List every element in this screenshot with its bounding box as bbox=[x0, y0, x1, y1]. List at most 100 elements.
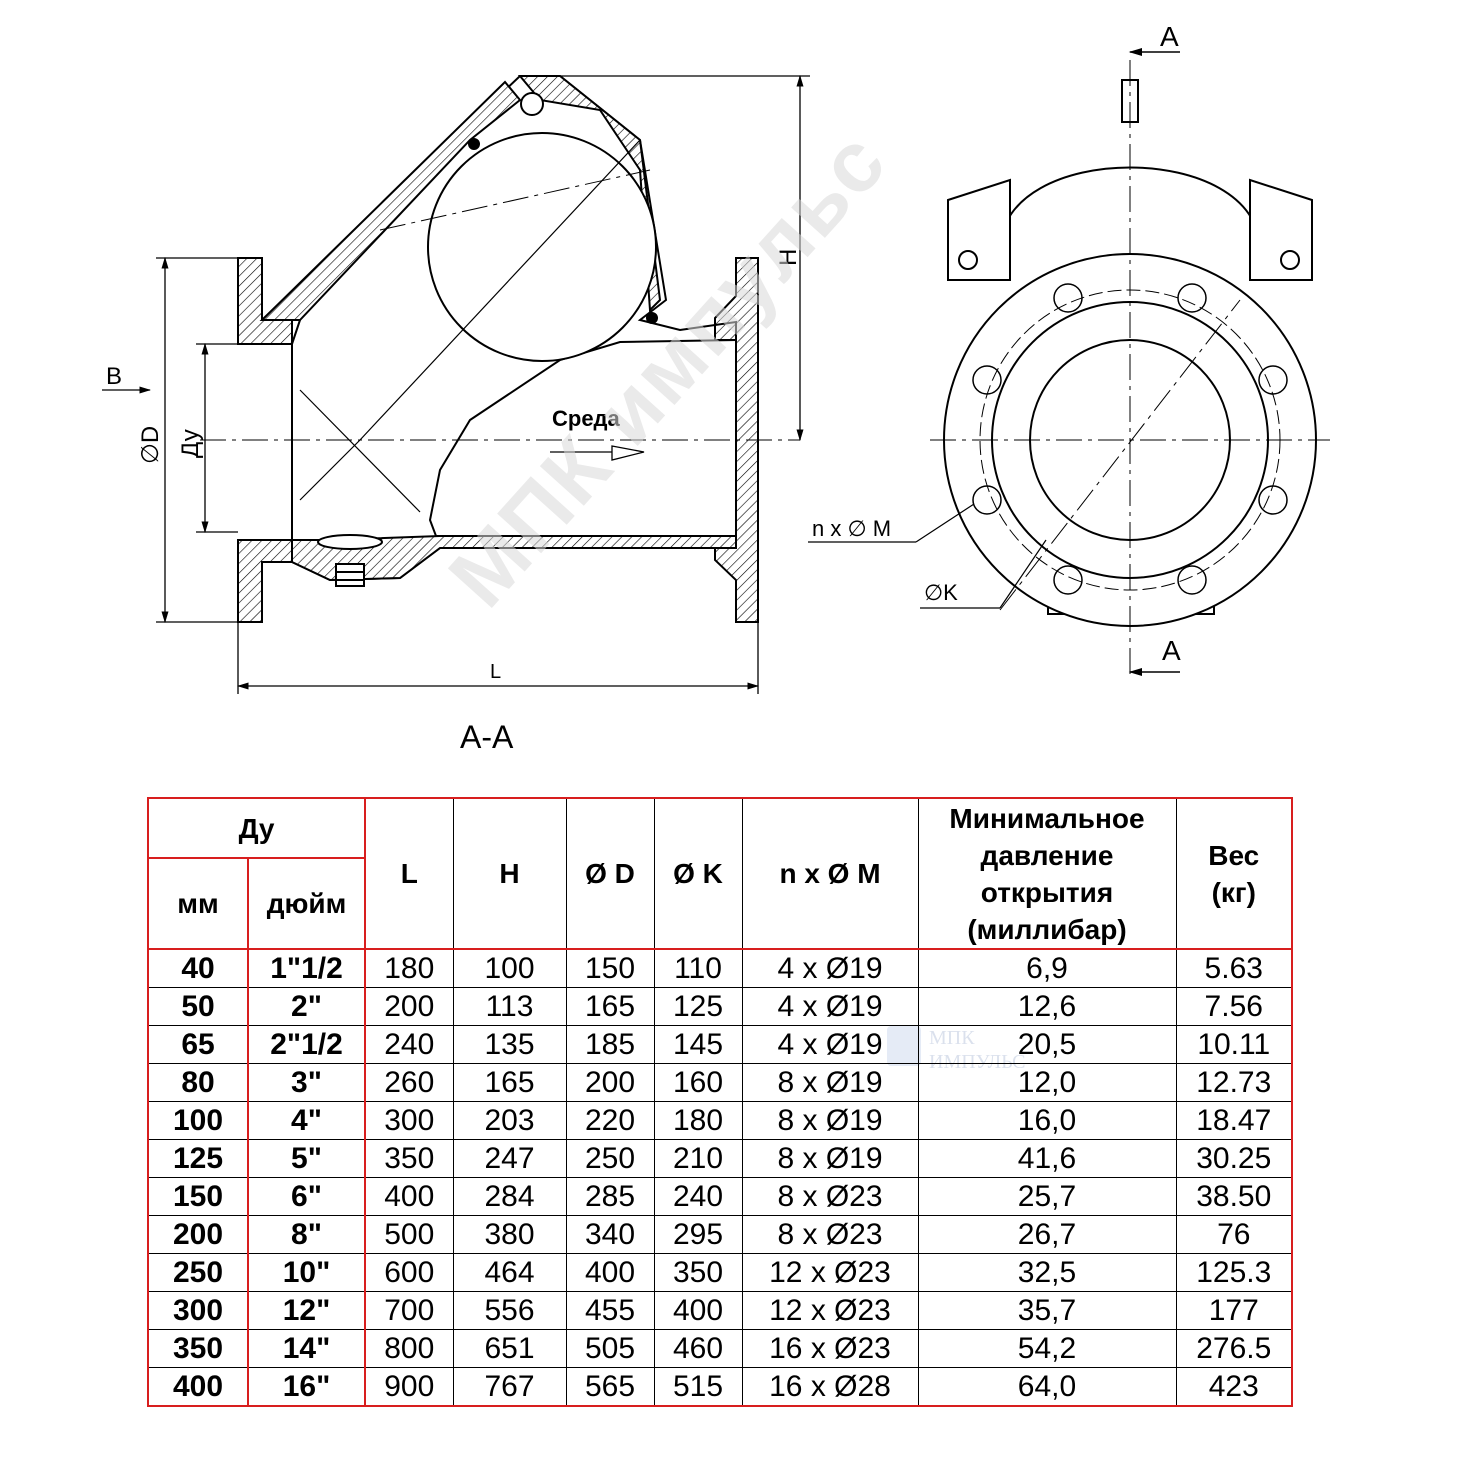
cell-K: 515 bbox=[653, 1367, 743, 1407]
cell-nM: 12 x Ø23 bbox=[741, 1291, 919, 1330]
cell-inch: 2"1/2 bbox=[247, 1025, 366, 1064]
cell-nM: 8 x Ø23 bbox=[741, 1177, 919, 1216]
front-labels: A A n x ∅ M ∅K bbox=[812, 21, 1181, 666]
bonnet-ears bbox=[947, 178, 1313, 281]
cell-K: 110 bbox=[653, 948, 743, 988]
cell-H: 651 bbox=[452, 1329, 567, 1368]
cell-D: 220 bbox=[565, 1101, 655, 1140]
label-dy: Ду bbox=[177, 429, 204, 458]
cell-p: 16,0 bbox=[917, 1101, 1177, 1140]
cell-K: 400 bbox=[653, 1291, 743, 1330]
inlet-bore bbox=[238, 343, 293, 541]
cell-L: 350 bbox=[364, 1139, 454, 1178]
cell-p: 20,5 bbox=[917, 1025, 1177, 1064]
ball bbox=[427, 132, 657, 362]
front-view bbox=[808, 47, 1330, 680]
cell-p: 25,7 bbox=[917, 1177, 1177, 1216]
cell-w: 76 bbox=[1175, 1215, 1293, 1254]
cell-H: 135 bbox=[452, 1025, 567, 1064]
bonnet-hatch bbox=[517, 75, 662, 313]
cell-D: 340 bbox=[565, 1215, 655, 1254]
cell-H: 247 bbox=[452, 1139, 567, 1178]
cell-K: 160 bbox=[653, 1063, 743, 1102]
cell-w: 30.25 bbox=[1175, 1139, 1293, 1178]
seal-ring-bottom bbox=[646, 312, 658, 324]
cell-nM: 16 x Ø23 bbox=[741, 1329, 919, 1368]
drain-seat bbox=[317, 534, 383, 550]
cell-nM: 8 x Ø23 bbox=[741, 1215, 919, 1254]
cell-H: 100 bbox=[452, 948, 567, 988]
cell-nM: 8 x Ø19 bbox=[741, 1063, 919, 1102]
header-l: L bbox=[364, 797, 454, 950]
cell-D: 565 bbox=[565, 1367, 655, 1407]
cell-K: 460 bbox=[653, 1329, 743, 1368]
label-section: A-A bbox=[460, 719, 514, 755]
cell-mm: 100 bbox=[147, 1101, 249, 1140]
spec-table: Ду L H Ø D Ø K n x Ø M Минимальное давле… bbox=[147, 797, 1293, 1407]
bolt-holes bbox=[972, 283, 1288, 595]
cell-mm: 50 bbox=[147, 987, 249, 1026]
cell-D: 400 bbox=[565, 1253, 655, 1292]
cell-p: 6,9 bbox=[917, 948, 1177, 988]
cell-w: 12.73 bbox=[1175, 1063, 1293, 1102]
cell-L: 180 bbox=[364, 948, 454, 988]
cell-mm: 350 bbox=[147, 1329, 249, 1368]
technical-drawing: B ∅D Ду Среда H L A-A bbox=[102, 21, 1330, 755]
header-mm: мм bbox=[147, 857, 249, 950]
cell-p: 64,0 bbox=[917, 1367, 1177, 1407]
cell-L: 260 bbox=[364, 1063, 454, 1102]
cell-H: 380 bbox=[452, 1215, 567, 1254]
cell-mm: 125 bbox=[147, 1139, 249, 1178]
header-h: H bbox=[452, 797, 567, 950]
cell-nM: 4 x Ø19 bbox=[741, 948, 919, 988]
cell-L: 700 bbox=[364, 1291, 454, 1330]
cell-w: 177 bbox=[1175, 1291, 1293, 1330]
cell-L: 300 bbox=[364, 1101, 454, 1140]
cell-p: 26,7 bbox=[917, 1215, 1177, 1254]
cell-inch: 10" bbox=[247, 1253, 366, 1292]
cell-L: 400 bbox=[364, 1177, 454, 1216]
cell-mm: 400 bbox=[147, 1367, 249, 1407]
cell-L: 200 bbox=[364, 987, 454, 1026]
bonnet-hole bbox=[520, 92, 544, 116]
cell-L: 240 bbox=[364, 1025, 454, 1064]
cell-inch: 2" bbox=[247, 987, 366, 1026]
label-a-top: A bbox=[1160, 21, 1179, 52]
label-k: ∅K bbox=[924, 580, 958, 605]
header-d: Ø D bbox=[565, 797, 655, 950]
cell-H: 113 bbox=[452, 987, 567, 1026]
cell-w: 276.5 bbox=[1175, 1329, 1293, 1368]
cell-mm: 300 bbox=[147, 1291, 249, 1330]
cell-nM: 4 x Ø19 bbox=[741, 1025, 919, 1064]
cell-L: 800 bbox=[364, 1329, 454, 1368]
cell-H: 284 bbox=[452, 1177, 567, 1216]
cell-D: 200 bbox=[565, 1063, 655, 1102]
cell-H: 165 bbox=[452, 1063, 567, 1102]
cell-nM: 12 x Ø23 bbox=[741, 1253, 919, 1292]
cell-nM: 8 x Ø19 bbox=[741, 1101, 919, 1140]
drain-plug bbox=[335, 563, 365, 587]
cell-mm: 40 bbox=[147, 948, 249, 988]
cell-w: 7.56 bbox=[1175, 987, 1293, 1026]
cell-K: 295 bbox=[653, 1215, 743, 1254]
label-b: B bbox=[106, 363, 122, 390]
cell-H: 556 bbox=[452, 1291, 567, 1330]
cell-inch: 12" bbox=[247, 1291, 366, 1330]
cell-w: 423 bbox=[1175, 1367, 1293, 1407]
cell-D: 185 bbox=[565, 1025, 655, 1064]
bottom-hatch bbox=[291, 535, 737, 582]
cell-L: 500 bbox=[364, 1215, 454, 1254]
cell-D: 455 bbox=[565, 1291, 655, 1330]
cell-inch: 14" bbox=[247, 1329, 366, 1368]
cell-H: 203 bbox=[452, 1101, 567, 1140]
